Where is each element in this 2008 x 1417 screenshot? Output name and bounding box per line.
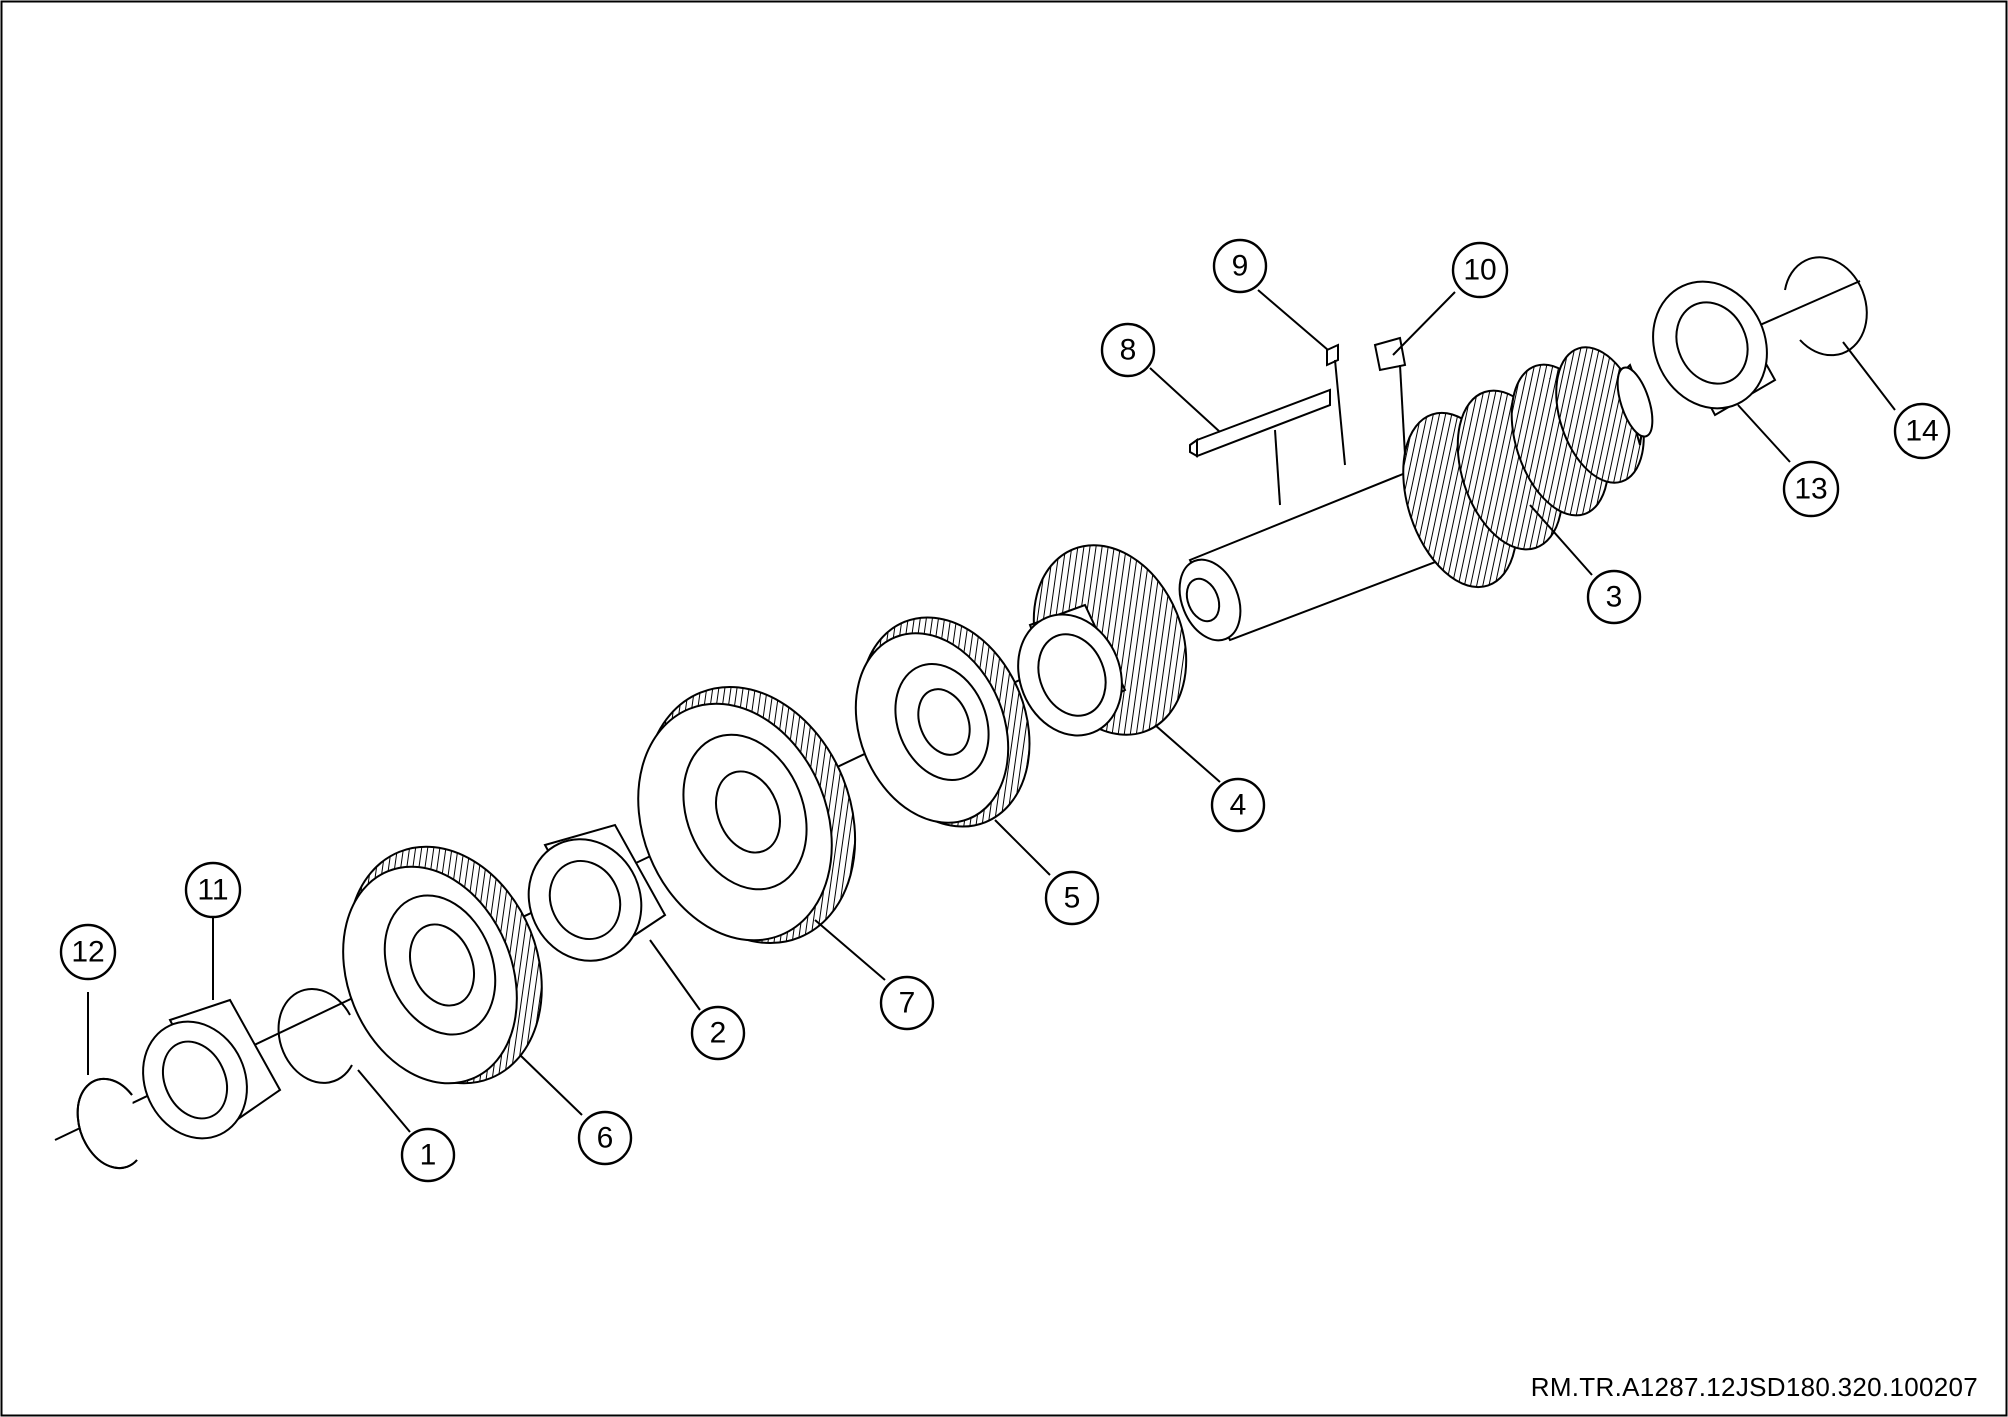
part-1-snap-ring <box>277 988 353 1084</box>
svg-text:5: 5 <box>1064 882 1081 915</box>
leader-9 <box>1257 289 1329 351</box>
leader-4 <box>1154 724 1221 783</box>
part-5-gear <box>854 616 1031 828</box>
callout-7: 7 <box>879 975 935 1031</box>
callout-1: 1 <box>400 1127 456 1183</box>
leader-6 <box>519 1054 583 1116</box>
callout-12: 12 <box>59 923 117 981</box>
part-14-snap-ring <box>1784 256 1868 357</box>
leader-2 <box>649 939 701 1011</box>
callout-13: 13 <box>1782 460 1840 518</box>
svg-text:7: 7 <box>899 987 916 1020</box>
svg-text:9: 9 <box>1232 250 1249 283</box>
callout-14: 14 <box>1893 402 1951 460</box>
leader-10 <box>1392 291 1456 356</box>
svg-text:2: 2 <box>710 1017 727 1050</box>
callout-6: 6 <box>577 1110 633 1166</box>
leader-1 <box>357 1069 411 1133</box>
part-11-bearing <box>142 998 282 1140</box>
part-9-key <box>1326 343 1346 466</box>
callout-9: 9 <box>1212 238 1268 294</box>
svg-text:1: 1 <box>420 1139 437 1172</box>
part-3-main-shaft <box>1178 346 1654 642</box>
svg-text:11: 11 <box>197 874 228 907</box>
svg-text:13: 13 <box>1794 473 1827 506</box>
callout-11: 11 <box>184 861 242 919</box>
svg-text:14: 14 <box>1905 415 1938 448</box>
leader-7 <box>814 919 886 981</box>
callout-10: 10 <box>1451 241 1509 299</box>
leader-14 <box>1842 341 1896 411</box>
svg-text:3: 3 <box>1606 581 1623 614</box>
callout-3: 3 <box>1586 569 1642 625</box>
part-10-woodruff-key <box>1373 336 1407 456</box>
svg-text:6: 6 <box>597 1122 614 1155</box>
svg-text:10: 10 <box>1463 254 1496 287</box>
callout-2: 2 <box>690 1005 746 1061</box>
svg-text:12: 12 <box>71 936 104 969</box>
leader-13 <box>1737 404 1791 463</box>
part-12-snap-ring <box>76 1077 138 1170</box>
leader-5 <box>994 819 1051 876</box>
leader-lines <box>87 289 1896 1133</box>
leader-8 <box>1149 367 1221 433</box>
callout-8: 8 <box>1100 322 1156 378</box>
part-2-bushing <box>527 823 667 962</box>
callout-5: 5 <box>1044 870 1100 926</box>
callout-4: 4 <box>1210 777 1266 833</box>
part-6-gear <box>342 845 543 1085</box>
document-reference-code: RM.TR.A1287.12JSD180.320.100207 <box>1530 1372 1978 1402</box>
part-13-bearing <box>1652 280 1777 417</box>
svg-text:8: 8 <box>1120 334 1137 367</box>
part-8-key <box>1189 388 1331 506</box>
svg-text:4: 4 <box>1230 789 1247 822</box>
part-4-gear <box>1017 544 1188 737</box>
leader-3 <box>1529 504 1593 576</box>
part-7-gear <box>637 686 857 944</box>
